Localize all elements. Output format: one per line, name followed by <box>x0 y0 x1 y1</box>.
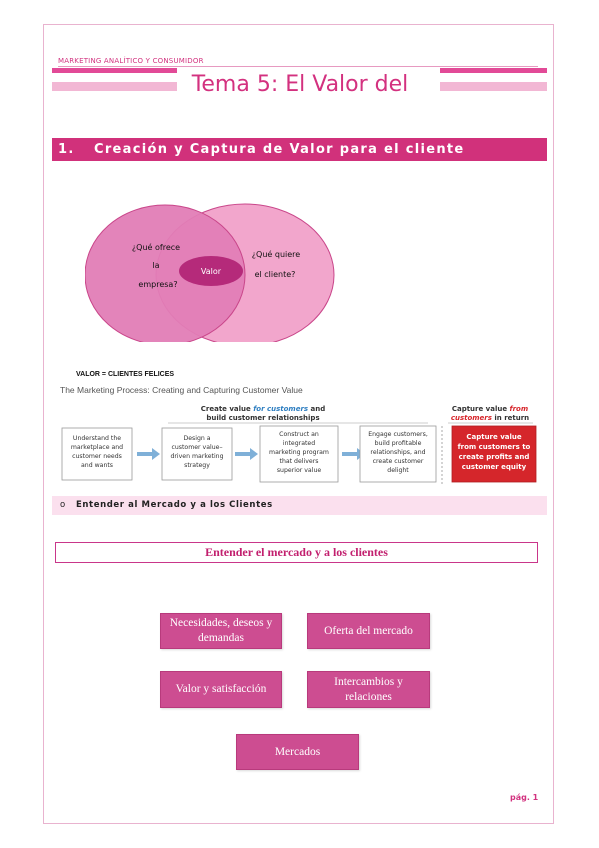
svg-text:build profitable: build profitable <box>375 440 422 447</box>
decor-bar-left-dark <box>52 68 177 73</box>
process-arrow-1 <box>137 448 160 460</box>
svg-text:customer needs: customer needs <box>72 453 122 460</box>
venn-center-label: Valor <box>201 267 222 276</box>
process-step-5: Capture value from customers to create p… <box>451 425 537 483</box>
svg-text:Construct an: Construct an <box>279 431 319 438</box>
concept-box-exchanges: Intercambios y relaciones <box>307 671 430 708</box>
process-step-4: Engage customers, build profitable relat… <box>359 425 437 483</box>
decor-bar-right-dark <box>440 68 547 73</box>
svg-text:create customer: create customer <box>373 458 424 465</box>
svg-text:strategy: strategy <box>184 462 210 469</box>
page-border <box>43 24 554 824</box>
svg-text:marketing program: marketing program <box>269 449 329 456</box>
venn-left-line-3: empresa? <box>138 280 177 289</box>
page-number: pág. 1 <box>510 793 539 802</box>
subsection-bullet: o <box>60 500 66 510</box>
svg-text:driven marketing: driven marketing <box>170 453 223 460</box>
svg-text:that delivers: that delivers <box>280 458 319 465</box>
concept-box-value-satisfaction: Valor y satisfacción <box>160 671 282 708</box>
venn-right-line-2: el cliente? <box>255 270 296 279</box>
svg-text:Design a: Design a <box>183 435 210 442</box>
process-step-1: Understand the marketplace and customer … <box>61 427 133 481</box>
venn-right-line-1: ¿Qué quiere <box>252 249 300 259</box>
venn-left-line-1: ¿Qué ofrece <box>132 242 180 252</box>
concept-box-needs: Necesidades, deseos y demandas <box>160 613 282 649</box>
svg-text:Engage customers,: Engage customers, <box>368 431 428 438</box>
svg-text:from customers to: from customers to <box>458 443 531 451</box>
decor-bar-right-light <box>440 82 547 91</box>
venn-left-line-2: la <box>152 261 159 270</box>
section-number: 1. <box>58 142 75 157</box>
section-title: Creación y Captura de Valor para el clie… <box>94 142 465 157</box>
venn-center-ellipse <box>179 256 243 286</box>
svg-text:customer equity: customer equity <box>462 463 527 471</box>
svg-text:customer value–: customer value– <box>171 444 222 451</box>
concept-box-markets: Mercados <box>236 734 359 770</box>
svg-text:delight: delight <box>387 467 409 474</box>
header-rule <box>58 66 538 67</box>
concept-box-market-offer: Oferta del mercado <box>307 613 430 649</box>
valor-equation: VALOR = CLIENTES FELICES <box>76 371 175 378</box>
section-heading: 1. Creación y Captura de Valor para el cl… <box>52 138 547 161</box>
create-header-line-1: Create value for customers and <box>201 405 325 413</box>
svg-text:marketplace and: marketplace and <box>71 444 123 451</box>
page-title: Tema 5: El Valor del <box>191 72 409 97</box>
course-header: MARKETING ANALÍTICO Y CONSUMIDOR <box>58 57 204 65</box>
svg-text:integrated: integrated <box>283 440 315 447</box>
process-arrow-2 <box>235 448 258 460</box>
subsection-heading: o Entender al Mercado y a los Clientes <box>52 496 547 515</box>
decor-bar-left-light <box>52 82 177 91</box>
svg-text:Understand the: Understand the <box>73 435 121 442</box>
svg-text:create profits and: create profits and <box>459 453 530 461</box>
diagram-title: Entender el mercado y a los clientes <box>55 542 538 563</box>
svg-text:superior value: superior value <box>277 467 322 474</box>
svg-text:relationships, and: relationships, and <box>370 449 425 456</box>
subsection-title: Entender al Mercado y a los Clientes <box>76 500 273 510</box>
svg-text:Capture value: Capture value <box>466 433 522 441</box>
process-step-3: Construct an integrated marketing progra… <box>259 425 339 483</box>
venn-left-circle <box>85 204 246 342</box>
capture-header-line-2: customers in return <box>451 414 529 422</box>
value-venn-diagram: Valor ¿Qué ofrece la empresa? ¿Qué quier… <box>85 203 335 342</box>
process-title: The Marketing Process: Creating and Capt… <box>60 385 303 395</box>
capture-header-line-1: Capture value from <box>452 405 528 413</box>
process-arrow-3 <box>342 448 365 460</box>
process-step-2: Design a customer value– driven marketin… <box>161 427 233 481</box>
create-header-line-2: build customer relationships <box>206 414 319 422</box>
marketing-process-figure: Create value for customers and build cus… <box>61 405 537 486</box>
svg-text:and wants: and wants <box>81 462 113 469</box>
